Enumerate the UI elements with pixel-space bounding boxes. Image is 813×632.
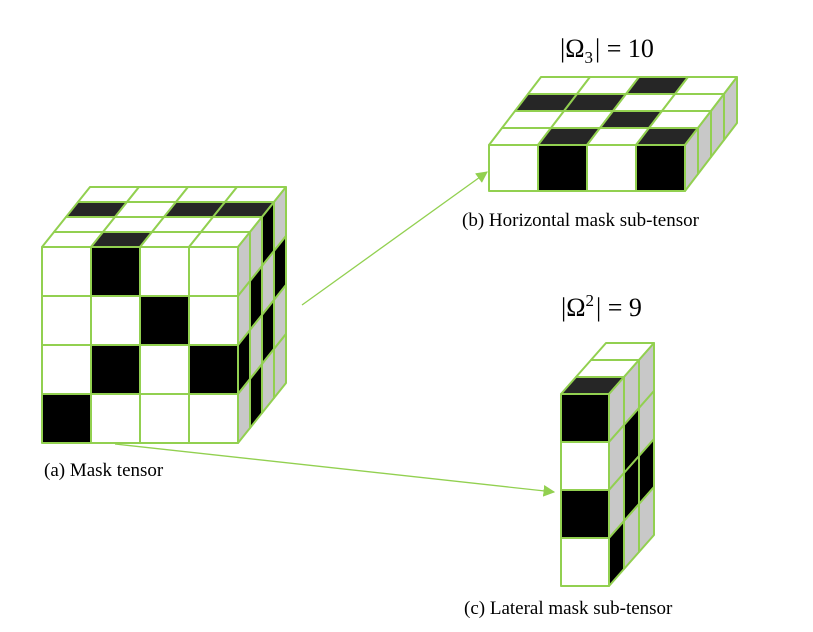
horizontal-slice-count-label: |Ω3| = 10: [560, 34, 654, 67]
label-tail: | = 9: [596, 293, 642, 322]
lateral-front-cell-r1-c0: [560, 441, 610, 491]
omega-symbol: Ω: [565, 34, 584, 63]
mask-front-cell-r2-c1: [90, 344, 141, 395]
lateral-slice-front-face: [560, 393, 610, 587]
mask-front-cell-r3-c2: [139, 393, 190, 444]
mask-front-cell-r1-c2: [139, 295, 190, 346]
lateral-front-cell-r0-c0: [560, 393, 610, 443]
mask-front-cell-r2-c0: [41, 344, 92, 395]
mask-front-cell-r0-c2: [139, 246, 190, 297]
arrow-to-horizontal-slice: [301, 171, 488, 306]
lateral-slice-side-face: [608, 342, 655, 587]
label-tail: | = 10: [595, 34, 654, 63]
mask-front-cell-r3-c3: [188, 393, 239, 444]
mask-front-cell-r1-c3: [188, 295, 239, 346]
lateral-front-cell-r2-c0: [560, 489, 610, 539]
mask-front-cell-r3-c1: [90, 393, 141, 444]
lateral-slice-caption: (c) Lateral mask sub-tensor: [464, 598, 673, 619]
horizontal-side-cell-r0-c3: [723, 76, 738, 141]
omega-symbol: Ω: [566, 293, 585, 322]
horizontal-front-cell-r0-c0: [488, 144, 539, 192]
omega-superscript: 2: [586, 291, 595, 310]
mask-side-cell-r3-c3: [273, 333, 287, 399]
mask-front-cell-r2-c3: [188, 344, 239, 395]
mask-front-cell-r0-c3: [188, 246, 239, 297]
mask-front-cell-r0-c0: [41, 246, 92, 297]
mask-tensor-top-face: [41, 186, 287, 248]
lateral-slice-column: [560, 342, 655, 587]
mask-front-cell-r1-c1: [90, 295, 141, 346]
mask-front-cell-r2-c2: [139, 344, 190, 395]
mask-tensor-front-face: [41, 246, 239, 444]
label-bar-left: |: [561, 293, 566, 322]
mask-front-cell-r1-c0: [41, 295, 92, 346]
label-bar-left: |: [560, 34, 565, 63]
lateral-side-cell-r3-c2: [638, 486, 655, 553]
mask-front-cell-r3-c0: [41, 393, 92, 444]
lateral-front-cell-r3-c0: [560, 537, 610, 587]
horizontal-front-cell-r0-c2: [586, 144, 637, 192]
mask-tensor-caption: (a) Mask tensor: [44, 460, 164, 481]
horizontal-slice-slab: [488, 76, 738, 192]
horizontal-slice-side-face: [684, 76, 738, 192]
arrow-to-lateral-slice: [114, 443, 556, 497]
horizontal-slice-front-face: [488, 144, 686, 192]
horizontal-front-cell-r0-c1: [537, 144, 588, 192]
mask-tensor-side-face: [237, 186, 287, 444]
mask-front-cell-r0-c1: [90, 246, 141, 297]
horizontal-slice-caption: (b) Horizontal mask sub-tensor: [462, 210, 700, 231]
mask-tensor-cube: [41, 186, 287, 444]
horizontal-front-cell-r0-c3: [635, 144, 686, 192]
lateral-slice-count-label: |Ω2| = 9: [561, 291, 642, 322]
omega-subscript: 3: [585, 48, 594, 67]
